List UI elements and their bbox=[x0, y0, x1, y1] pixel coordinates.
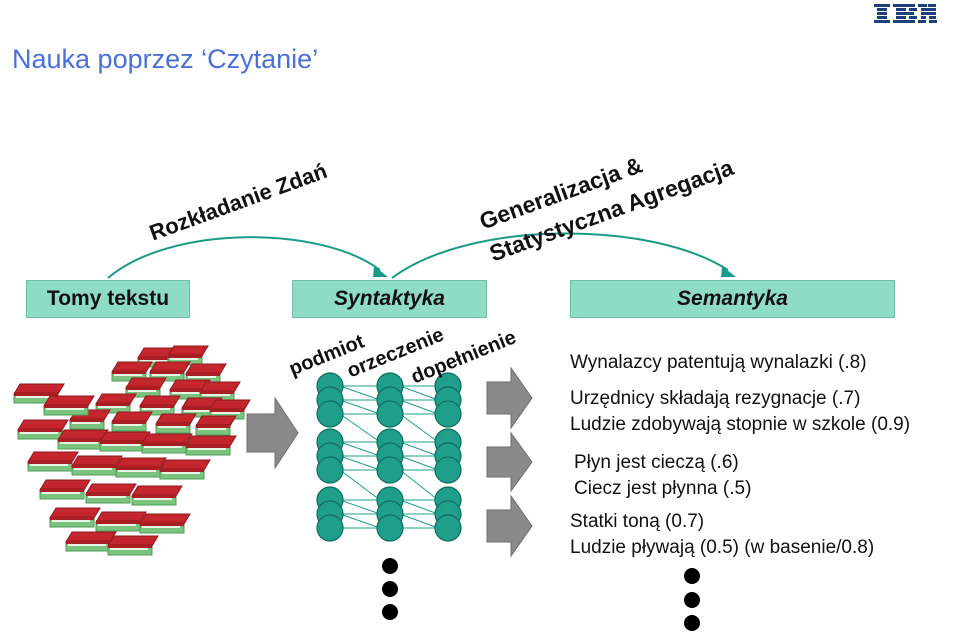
fact-item: Ludzie zdobywają stopnie w szkole (0.9) bbox=[570, 414, 911, 435]
ellipsis-dots-icon bbox=[684, 568, 700, 631]
book bbox=[185, 435, 237, 456]
network-node-icon bbox=[376, 456, 404, 484]
book bbox=[65, 531, 117, 552]
book bbox=[139, 395, 181, 416]
fact-item: Wynalazcy patentują wynalazki (.8) bbox=[570, 352, 867, 373]
network-node-icon bbox=[376, 400, 404, 428]
arrow-right-icon bbox=[486, 366, 533, 430]
book bbox=[57, 429, 109, 450]
book bbox=[95, 511, 147, 532]
network-node-icon bbox=[434, 514, 462, 542]
stage-text-label: Tomy tekstu bbox=[46, 287, 170, 310]
book bbox=[99, 431, 151, 452]
book bbox=[125, 377, 167, 398]
book bbox=[185, 363, 227, 384]
stage-semantics-label: Semantyka bbox=[677, 287, 788, 310]
book bbox=[85, 483, 137, 504]
book bbox=[49, 507, 101, 528]
arrow-right-icon bbox=[486, 431, 533, 493]
arc-decomposition bbox=[107, 236, 381, 279]
fact-item: Ludzie pływają (0.5) (w basenie/0.8) bbox=[570, 537, 875, 558]
book bbox=[169, 379, 211, 400]
network-node-icon bbox=[434, 456, 462, 484]
book bbox=[115, 457, 167, 478]
book bbox=[159, 459, 211, 480]
book bbox=[43, 395, 95, 416]
stage-text-box: Tomy tekstu bbox=[26, 280, 190, 318]
book bbox=[181, 397, 223, 418]
fact-item: Płyn jest cieczą (.6) bbox=[574, 452, 739, 473]
book bbox=[71, 455, 123, 476]
book bbox=[111, 411, 153, 432]
book bbox=[209, 399, 251, 420]
stage-syntax-box: Syntaktyka bbox=[292, 280, 487, 318]
book bbox=[149, 361, 191, 382]
network-node-icon bbox=[316, 400, 344, 428]
book bbox=[155, 413, 197, 434]
arrow-right-icon bbox=[486, 494, 533, 558]
book bbox=[13, 383, 65, 404]
book bbox=[195, 415, 237, 436]
ibm-logo bbox=[874, 4, 937, 23]
book bbox=[131, 485, 183, 506]
book bbox=[107, 535, 159, 556]
network-node-icon bbox=[316, 456, 344, 484]
fact-item: Ciecz jest płynna (.5) bbox=[574, 478, 752, 499]
stage-semantics-box: Semantyka bbox=[570, 280, 895, 318]
arrow-right-icon bbox=[246, 396, 299, 470]
book bbox=[17, 419, 69, 440]
book bbox=[27, 451, 79, 472]
arc-generalization bbox=[391, 232, 729, 279]
arc-generalization-head bbox=[721, 266, 736, 277]
book bbox=[141, 433, 193, 454]
page-title: Nauka poprzez ‘Czytanie’ bbox=[12, 44, 319, 74]
stage-syntax-label: Syntaktyka bbox=[334, 287, 445, 310]
network-graph bbox=[316, 372, 462, 542]
book bbox=[111, 361, 153, 382]
fact-item: Statki toną (0.7) bbox=[570, 511, 705, 532]
books-stack-icon bbox=[13, 345, 251, 556]
book bbox=[39, 479, 91, 500]
book bbox=[139, 513, 191, 534]
network-node-icon bbox=[376, 514, 404, 542]
network-node-icon bbox=[434, 400, 462, 428]
book bbox=[167, 345, 209, 366]
book bbox=[199, 381, 241, 402]
book bbox=[95, 393, 137, 414]
network-node-icon bbox=[316, 514, 344, 542]
ellipsis-dots-icon bbox=[382, 558, 398, 620]
arc-decomposition-head bbox=[373, 266, 388, 277]
fact-item: Urzędnicy składają rezygnacje (.7) bbox=[570, 388, 861, 409]
